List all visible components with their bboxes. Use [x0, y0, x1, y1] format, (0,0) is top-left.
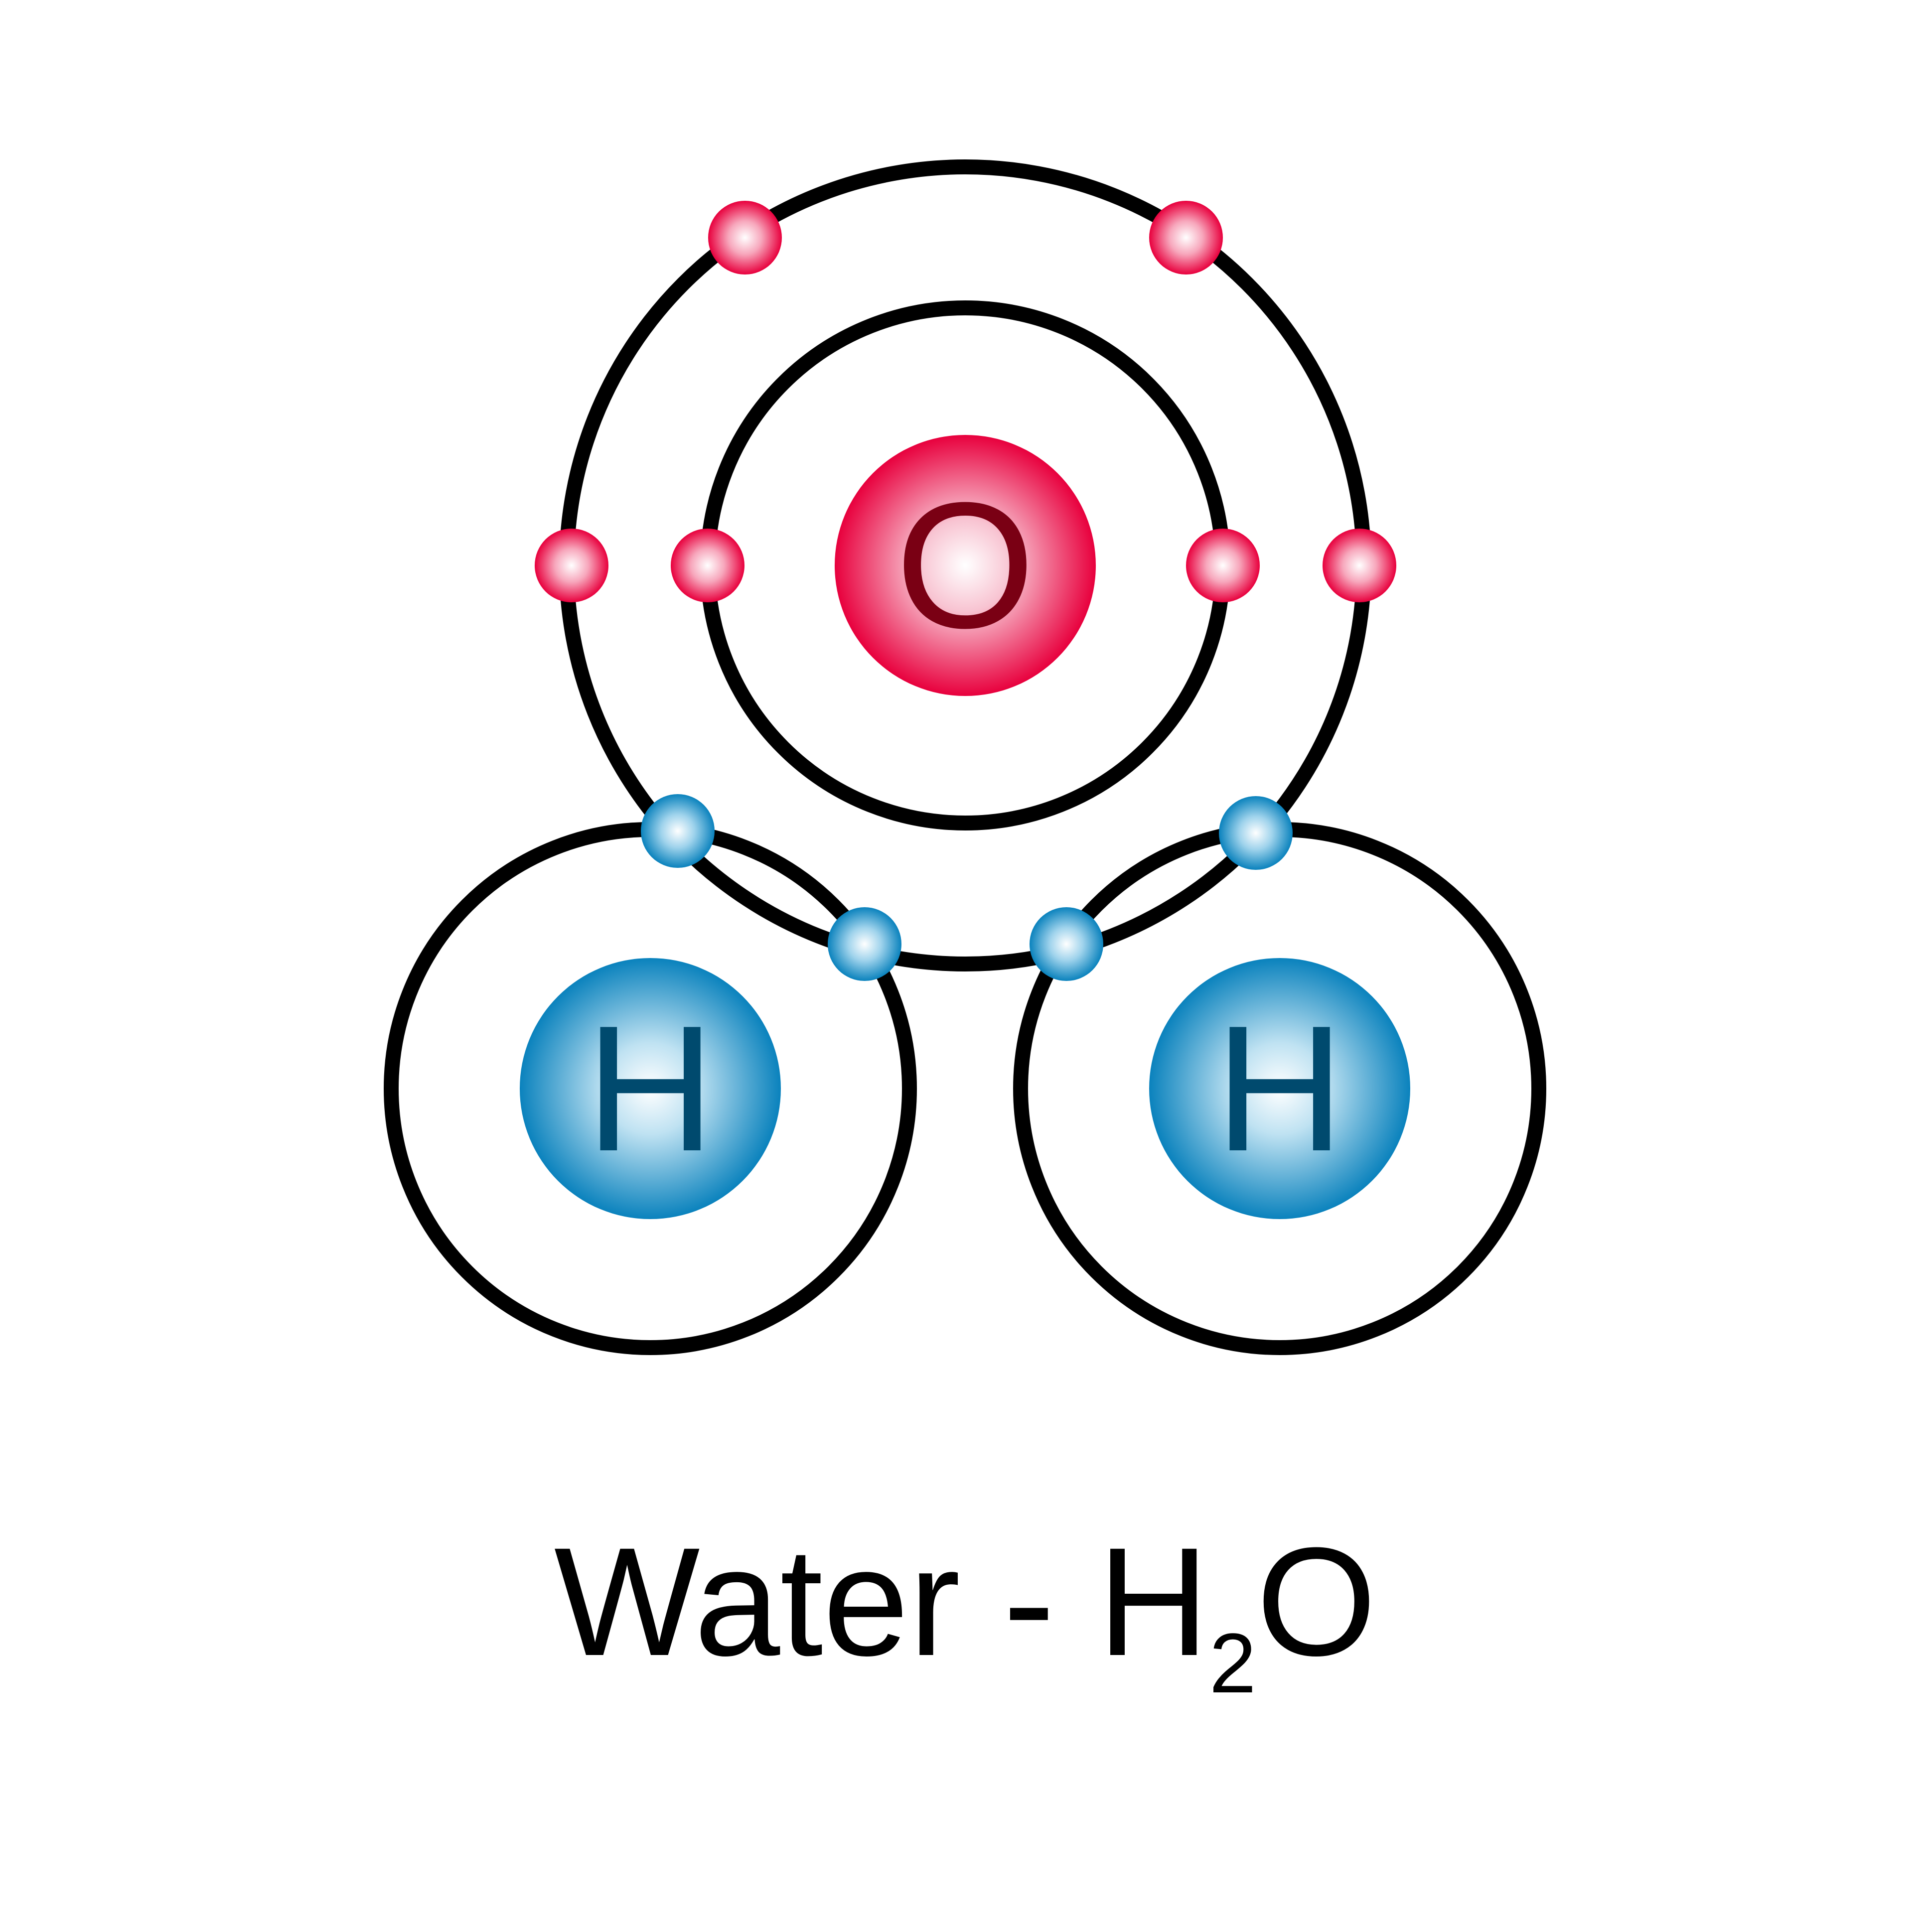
caption-formula-h: H: [1098, 1515, 1209, 1688]
shared-electron-left-upper: [641, 794, 715, 868]
caption-formula-subscript: 2: [1209, 1616, 1256, 1711]
oxygen-symbol: O: [895, 465, 1035, 666]
oxygen-outer-electron-top-left: [708, 201, 782, 275]
shared-electron-right-lower: [1030, 907, 1103, 981]
hydrogen-left-nucleus: H: [520, 958, 781, 1219]
caption-separator: -: [1003, 1515, 1054, 1688]
oxygen-outer-electron-top-right: [1149, 201, 1223, 275]
hydrogen-right-symbol: H: [1215, 988, 1344, 1189]
oxygen-nucleus: O: [835, 435, 1096, 696]
shared-electron-left-lower: [828, 907, 901, 981]
oxygen-outer-electron-right: [1323, 529, 1396, 602]
hydrogen-left-symbol: H: [586, 988, 715, 1189]
caption: Water - H2O: [554, 1515, 1376, 1711]
hydrogen-right-nucleus: H: [1149, 958, 1410, 1219]
caption-formula-o: O: [1256, 1515, 1376, 1688]
oxygen-inner-electron-right: [1186, 529, 1260, 602]
oxygen-outer-electron-left: [535, 529, 608, 602]
caption-name: Water: [554, 1515, 960, 1688]
oxygen-inner-electron-left: [671, 529, 744, 602]
shared-electron-right-upper: [1219, 796, 1293, 870]
